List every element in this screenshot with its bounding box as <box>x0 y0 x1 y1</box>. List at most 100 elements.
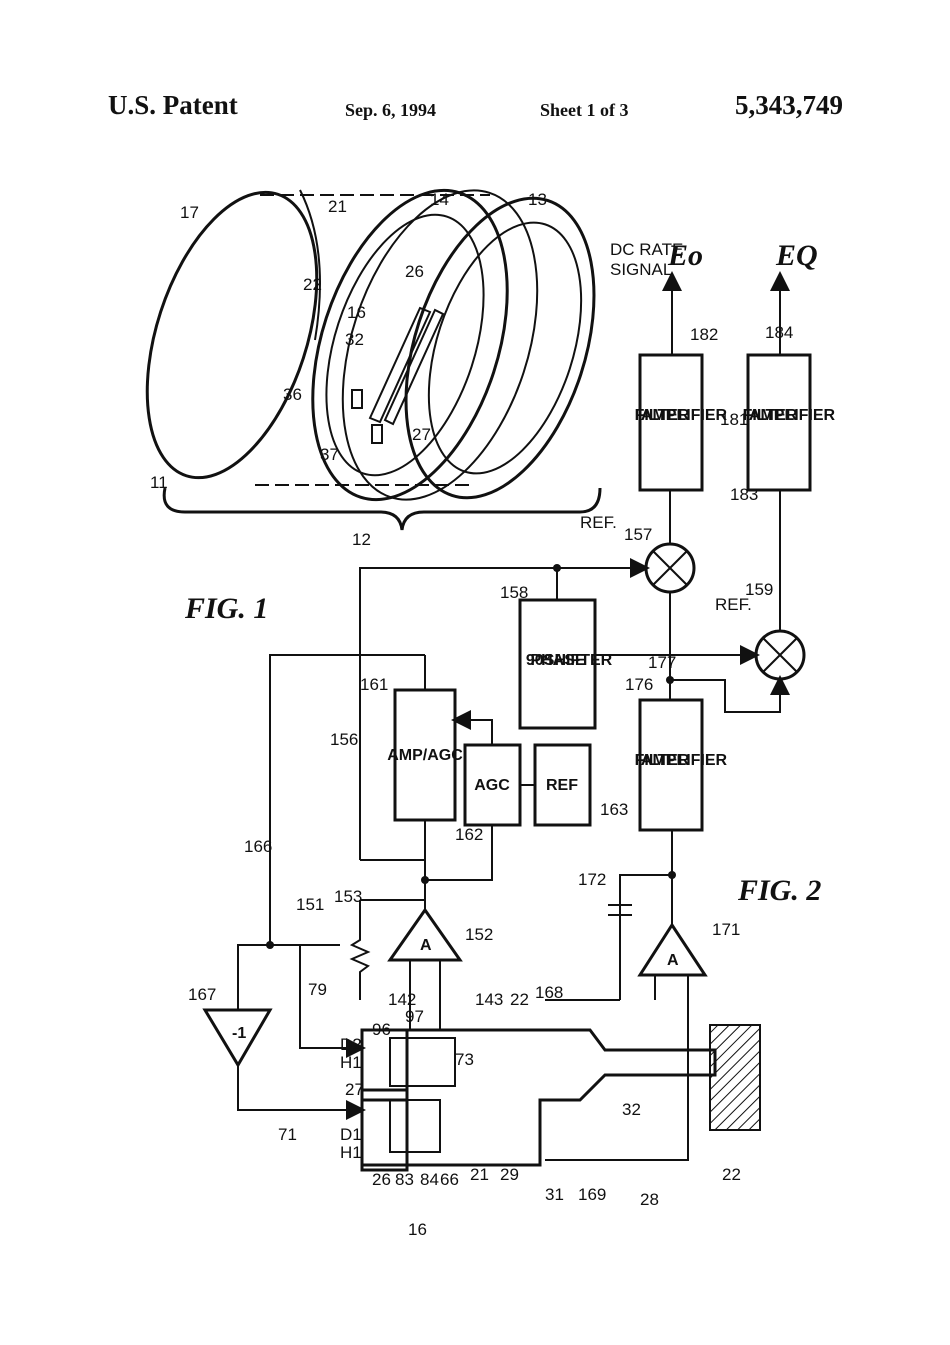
svg-text:156: 156 <box>330 730 358 749</box>
svg-text:71: 71 <box>278 1125 297 1144</box>
output-eq: EQ <box>775 239 818 272</box>
svg-text:32: 32 <box>622 1100 641 1119</box>
svg-text:FILTER: FILTER <box>635 752 690 769</box>
svg-text:AMPLIFIER: AMPLIFIER <box>749 407 836 424</box>
svg-text:H1: H1 <box>340 1143 362 1162</box>
svg-text:D2: D2 <box>340 1035 362 1054</box>
cover-rim <box>299 189 321 341</box>
label-26: 26 <box>405 262 424 281</box>
svg-text:183: 183 <box>730 485 758 504</box>
svg-text:171: 171 <box>712 920 740 939</box>
svg-text:FILTER: FILTER <box>743 407 798 424</box>
label-21: 21 <box>328 197 347 216</box>
svg-text:66: 66 <box>440 1170 459 1189</box>
tine-26-section <box>360 1088 409 1172</box>
svg-text:21: 21 <box>470 1165 489 1184</box>
svg-text:177: 177 <box>648 653 676 672</box>
svg-text:83: 83 <box>395 1170 414 1189</box>
label-22: 22 <box>303 275 322 294</box>
svg-text:27: 27 <box>345 1080 364 1099</box>
svg-text:AMPLIFIER: AMPLIFIER <box>641 407 728 424</box>
svg-text:181: 181 <box>720 410 748 429</box>
svg-text:FILTER: FILTER <box>635 407 690 424</box>
tine-27 <box>368 306 432 424</box>
svg-text:90°: 90° <box>526 652 550 669</box>
svg-text:168: 168 <box>535 983 563 1002</box>
svg-text:22: 22 <box>510 990 529 1009</box>
svg-text:157: 157 <box>624 525 652 544</box>
svg-text:H1: H1 <box>340 1053 362 1072</box>
svg-text:16: 16 <box>408 1220 427 1239</box>
multiplier-159 <box>754 629 806 681</box>
amplifier-171 <box>637 922 708 977</box>
svg-text:-1: -1 <box>232 1025 246 1042</box>
svg-text:A: A <box>667 952 679 969</box>
fig1-drawing: 11 12 13 14 17 21 22 26 27 32 16 36 37 F… <box>145 188 602 625</box>
svg-text:159: 159 <box>745 580 773 599</box>
ring-14-back <box>341 189 539 501</box>
fig2-caption: FIG. 2 <box>737 874 821 907</box>
electrode-37 <box>371 424 383 444</box>
svg-text:151: 151 <box>296 895 324 914</box>
ring-14-inner <box>325 213 485 477</box>
multiplier-157 <box>644 542 696 594</box>
dc-rate-label: DC RATE <box>610 240 683 259</box>
svg-text:REF.: REF. <box>715 595 752 614</box>
label-32: 32 <box>345 330 364 349</box>
label-12: 12 <box>352 530 371 549</box>
ring-13-outer <box>404 196 596 500</box>
electrode-36 <box>351 389 363 409</box>
patent-number: 5,343,749 <box>735 90 843 120</box>
svg-text:184: 184 <box>765 323 793 342</box>
cover-disc <box>145 190 319 480</box>
label-37: 37 <box>320 445 339 464</box>
svg-text:AGC: AGC <box>474 777 510 794</box>
svg-text:162: 162 <box>455 825 483 844</box>
svg-text:143: 143 <box>475 990 503 1009</box>
svg-text:161: 161 <box>360 675 388 694</box>
label-17: 17 <box>180 203 199 222</box>
label-36: 36 <box>283 385 302 404</box>
svg-text:158: 158 <box>500 583 528 602</box>
fig1-caption: FIG. 1 <box>184 592 268 625</box>
ring-14-outer <box>311 188 509 502</box>
label-14: 14 <box>430 190 449 209</box>
svg-text:142: 142 <box>388 990 416 1009</box>
tine-26 <box>383 308 445 426</box>
svg-text:AMPLIFIER: AMPLIFIER <box>641 752 728 769</box>
svg-text:153: 153 <box>334 887 362 906</box>
patent-title: U.S. Patent <box>108 90 238 120</box>
patent-date: Sep. 6, 1994 <box>345 100 437 120</box>
svg-text:163: 163 <box>600 800 628 819</box>
svg-text:REF.: REF. <box>580 513 617 532</box>
svg-text:SHIFTER: SHIFTER <box>544 652 613 669</box>
svg-text:172: 172 <box>578 870 606 889</box>
label-27: 27 <box>412 425 431 444</box>
svg-text:28: 28 <box>640 1190 659 1209</box>
svg-text:PHASE: PHASE <box>530 652 585 669</box>
svg-text:84: 84 <box>420 1170 439 1189</box>
svg-text:22: 22 <box>722 1165 741 1184</box>
svg-text:96: 96 <box>372 1020 391 1039</box>
svg-text:31: 31 <box>545 1185 564 1204</box>
brace <box>162 487 602 531</box>
svg-text:26: 26 <box>372 1170 391 1189</box>
resistor-153 <box>349 900 371 1000</box>
svg-text:29: 29 <box>500 1165 519 1184</box>
svg-text:169: 169 <box>578 1185 606 1204</box>
support-22 <box>709 1024 761 1131</box>
output-eo: Eo <box>667 239 703 272</box>
fig2-drawing: FILTER AMPLIFIER FILTER AMPLIFIER 182 18… <box>188 239 836 1239</box>
amplifier-152 <box>387 907 463 962</box>
svg-text:79: 79 <box>308 980 327 999</box>
svg-text:182: 182 <box>690 325 718 344</box>
svg-text:167: 167 <box>188 985 216 1004</box>
ring-13-inner <box>427 221 583 475</box>
label-13: 13 <box>528 190 547 209</box>
sheet-number: Sheet 1 of 3 <box>540 100 629 120</box>
svg-text:166: 166 <box>244 837 272 856</box>
svg-text:73: 73 <box>455 1050 474 1069</box>
svg-text:SIGNAL: SIGNAL <box>610 260 672 279</box>
fork-body <box>362 1028 717 1167</box>
